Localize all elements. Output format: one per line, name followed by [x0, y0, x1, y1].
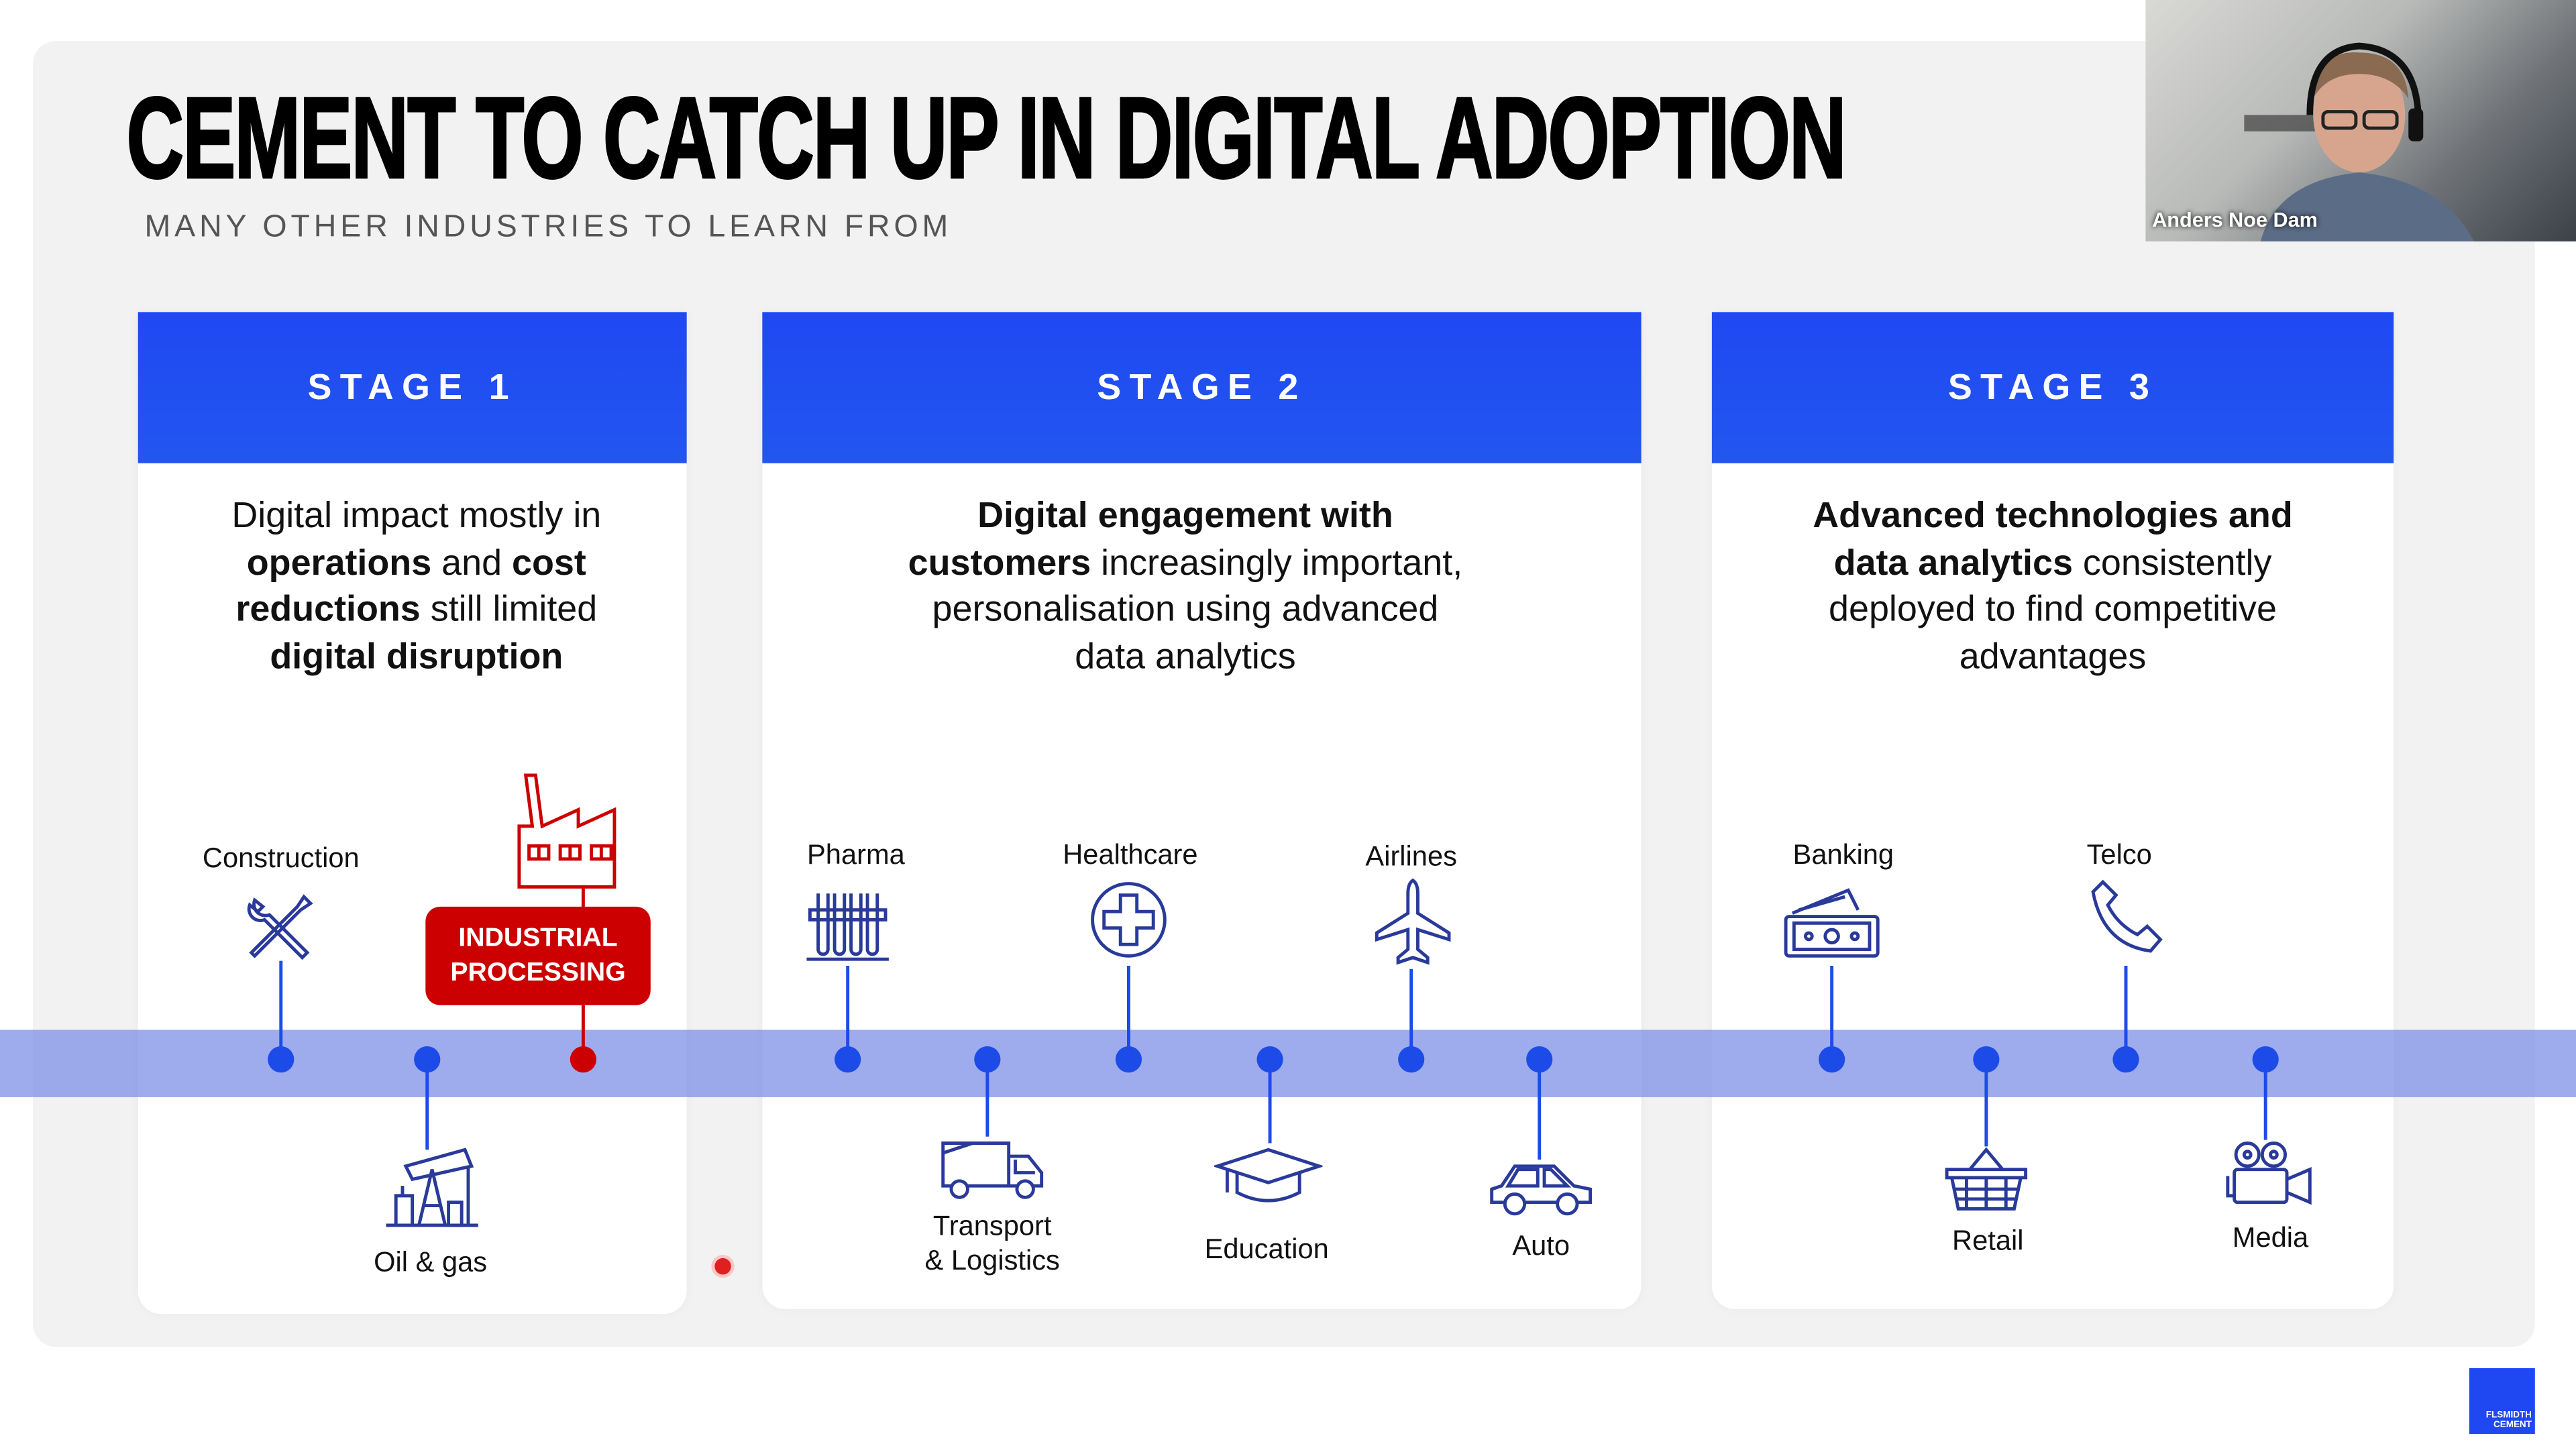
connector-line: [985, 1059, 989, 1137]
graduation-cap-icon: [1212, 1144, 1325, 1217]
body-text: Digital impact mostly in: [231, 494, 602, 536]
connector-line: [1127, 966, 1130, 1060]
laser-pointer: [714, 1258, 731, 1275]
timeline-dot: [268, 1046, 294, 1073]
industry-label: Pharma: [807, 839, 905, 871]
industry-label: Media: [2232, 1222, 2309, 1253]
medical-cross-icon: [1087, 879, 1169, 969]
connector-line: [1830, 966, 1834, 1060]
airplane-icon: [1373, 877, 1452, 974]
industry-label: Education: [1204, 1233, 1329, 1265]
industry-label: Transport & Logistics: [924, 1210, 1060, 1276]
industry-label: Auto: [1512, 1230, 1570, 1262]
emphasis-text: Advanced technologies and data analytics: [1813, 494, 2293, 583]
connector-line: [1268, 1059, 1272, 1144]
participant-video[interactable]: Anders Noe Dam: [2145, 0, 2576, 242]
industry-label: Airlines: [1365, 840, 1457, 873]
connector-line: [2124, 966, 2128, 1060]
industry-label: Oil & gas: [374, 1246, 488, 1278]
body-text: and: [431, 541, 513, 583]
timeline-dot: [1973, 1046, 2000, 1073]
body-text: still limited: [420, 588, 598, 630]
stage-3-card: STAGE 3 Advanced technologies and data a…: [1711, 312, 2394, 1309]
industry-label: Retail: [1952, 1225, 2024, 1257]
phone-icon: [2090, 879, 2165, 962]
test-tubes-icon: [804, 887, 892, 970]
shopping-basket-icon: [1943, 1146, 2029, 1220]
timeline-dot: [2252, 1046, 2279, 1073]
timeline-dot: [1115, 1046, 1142, 1073]
timeline-dot: [2112, 1046, 2139, 1073]
timeline-dot: [570, 1046, 596, 1073]
emphasis-text: operations: [246, 541, 432, 583]
stage-3-description: Advanced technologies and data analytics…: [1786, 493, 2320, 681]
timeline-dot: [1256, 1046, 1283, 1073]
participant-avatar: [2244, 42, 2475, 242]
truck-icon: [940, 1137, 1049, 1211]
timeline-dot: [835, 1046, 861, 1073]
emphasis-text: cost reductions: [235, 541, 586, 630]
car-icon: [1489, 1160, 1594, 1227]
stage-1-description: Digital impact mostly in operations and …: [195, 493, 637, 681]
factory-icon: [516, 772, 634, 899]
stage-1-header: STAGE 1: [138, 312, 687, 463]
stage-1-card: STAGE 1 Digital impact mostly in operati…: [138, 312, 687, 1315]
emphasis-text: digital disruption: [270, 635, 564, 677]
connector-line: [1984, 1059, 1988, 1147]
slide-title: CEMENT TO CATCH UP IN DIGITAL ADOPTION: [125, 74, 1847, 203]
banknote-icon: [1782, 887, 1881, 967]
emphasis-text: Digital engagement with customers: [908, 494, 1393, 583]
body-text: consistently deployed to find competitiv…: [1829, 541, 2277, 677]
stage-3-header: STAGE 3: [1711, 312, 2394, 463]
connector-line: [425, 1059, 429, 1150]
body-text: increasingly important, personalisation …: [932, 541, 1463, 677]
connector-line: [1409, 968, 1413, 1060]
timeline-dot: [414, 1046, 441, 1073]
oil-pump-icon: [383, 1144, 482, 1237]
industry-label: Banking: [1792, 839, 1894, 871]
timeline-dot: [1819, 1046, 1845, 1073]
timeline-dot: [974, 1046, 1001, 1073]
timeline-band: [0, 1029, 2576, 1097]
stage-2-card: STAGE 2 Digital engagement with customer…: [762, 312, 1642, 1309]
connector-line: [1538, 1059, 1542, 1160]
timeline-dot: [1398, 1046, 1425, 1073]
connector-line: [2263, 1059, 2267, 1140]
slide-subtitle: MANY OTHER INDUSTRIES TO LEARN FROM: [144, 210, 953, 245]
industry-label: Healthcare: [1063, 839, 1198, 871]
industry-label-highlighted: INDUSTRIAL PROCESSING: [425, 906, 651, 1005]
tools-icon: [241, 887, 321, 974]
industry-label: Telco: [2086, 839, 2152, 871]
industry-label: Construction: [202, 842, 360, 874]
connector-line: [846, 966, 850, 1060]
participant-name: Anders Noe Dam: [2152, 209, 2318, 232]
stage-2-header: STAGE 2: [762, 312, 1642, 463]
stage-2-description: Digital engagement with customers increa…: [894, 493, 1477, 681]
video-camera-icon: [2224, 1140, 2316, 1217]
timeline-dot: [1526, 1046, 1553, 1073]
connector-line: [279, 960, 283, 1060]
